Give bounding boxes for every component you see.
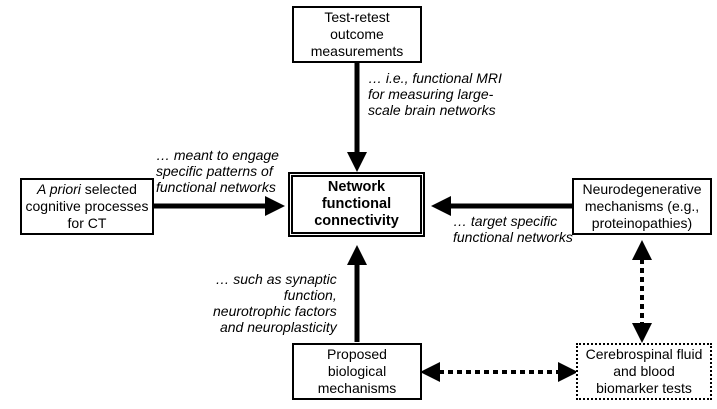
node-neurodegenerative: Neurodegenerative mechanisms (e.g., prot… <box>572 178 712 235</box>
node-test-retest: Test-retest outcome measurements <box>292 6 422 63</box>
node-network-connectivity-label: Network functional connectivity <box>314 179 399 229</box>
node-biomarker-tests: Cerebrospinal fluid and blood biomarker … <box>576 343 712 400</box>
node-a-priori-italic: A priori <box>37 181 81 197</box>
node-biomarker-tests-label: Cerebrospinal fluid and blood biomarker … <box>585 346 703 396</box>
node-biological-mechanisms: Proposed biological mechanisms <box>292 343 422 400</box>
annotation-left: … meant to engage specific patterns of f… <box>156 147 279 195</box>
node-neurodegenerative-label: Neurodegenerative mechanisms (e.g., prot… <box>582 181 702 231</box>
node-test-retest-label: Test-retest outcome measurements <box>310 9 404 59</box>
node-a-priori-label: A priori selected cognitive processes fo… <box>26 181 149 232</box>
node-a-priori: A priori selected cognitive processes fo… <box>20 178 154 235</box>
annotation-right: … target specific functional networks <box>453 213 573 245</box>
node-network-connectivity: Network functional connectivity <box>288 172 425 237</box>
node-a-priori-rest: selected cognitive processes for CT <box>25 181 149 231</box>
annotation-top: … i.e., functional MRI for measuring lar… <box>368 70 502 118</box>
annotation-bottom: … such as synaptic function, neurotrophi… <box>213 271 337 335</box>
node-biological-mechanisms-label: Proposed biological mechanisms <box>317 346 397 396</box>
